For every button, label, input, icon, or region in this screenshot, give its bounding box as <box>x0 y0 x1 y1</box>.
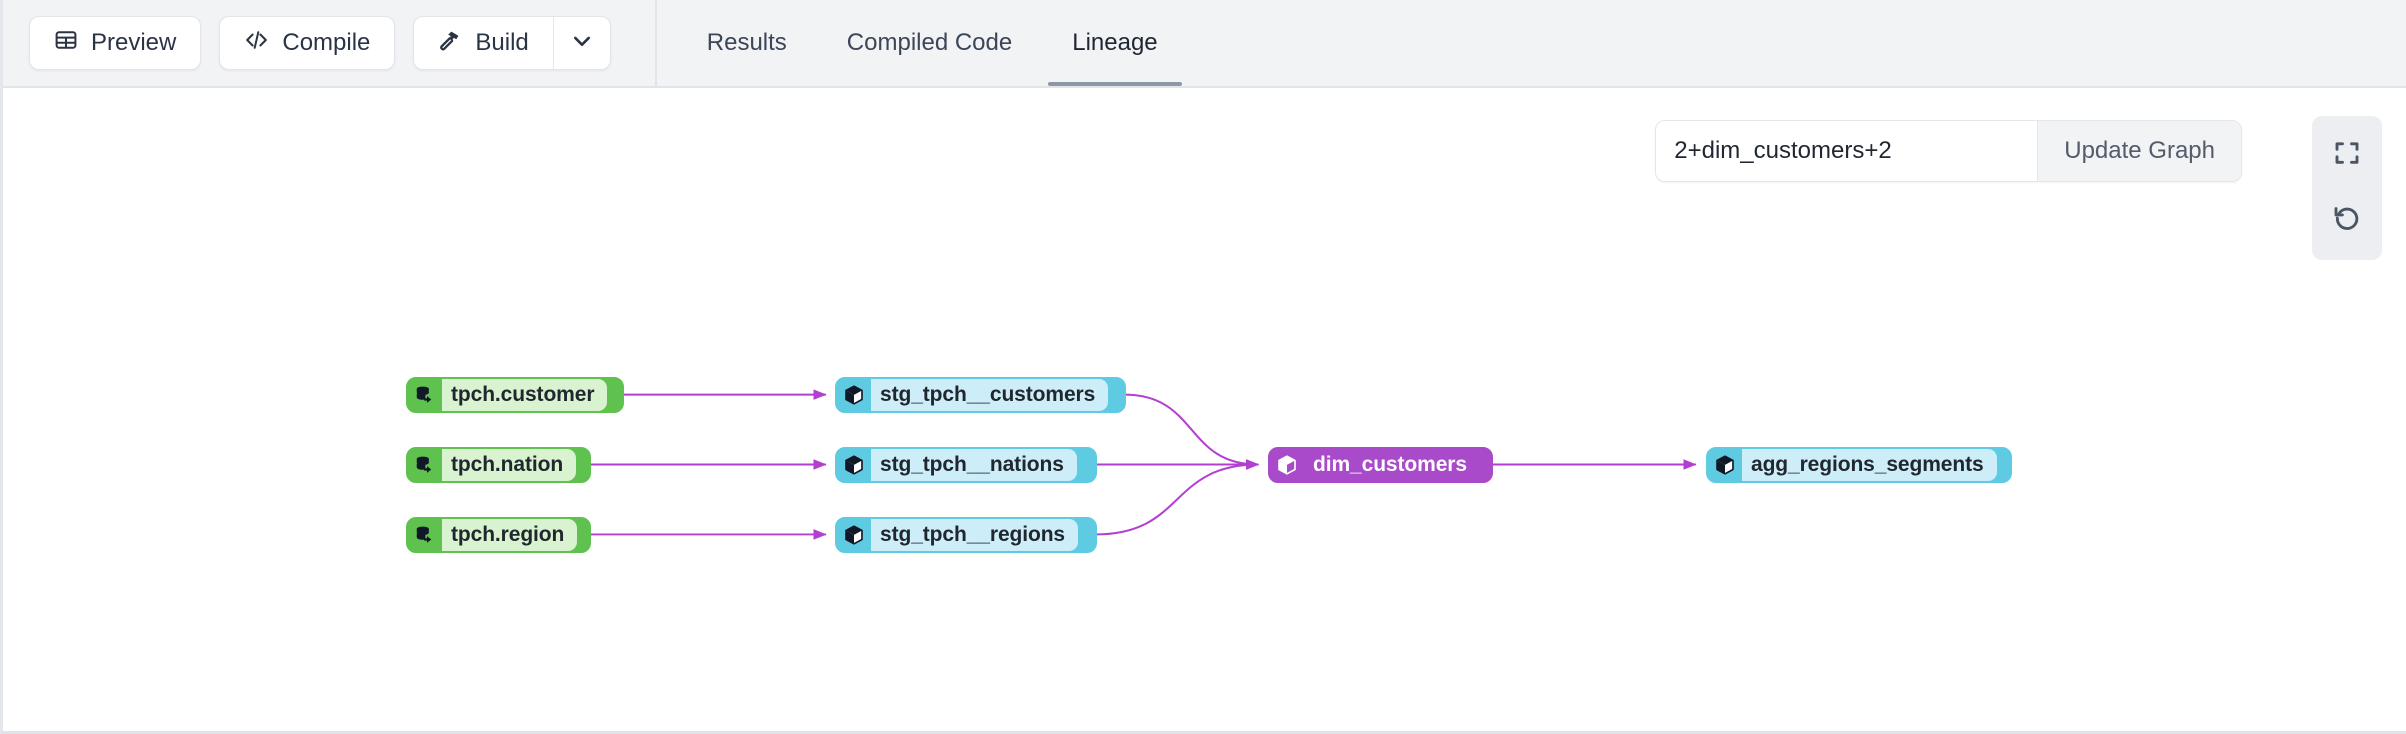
cube-icon <box>837 379 871 411</box>
lineage-node-stg_tpch_nations[interactable]: stg_tpch__nations <box>835 447 1097 483</box>
lineage-canvas[interactable]: Update Graph tp <box>3 88 2406 731</box>
preview-button-label: Preview <box>91 29 177 56</box>
toolbar-actions: Preview Compile <box>3 0 657 86</box>
lineage-node-label: tpch.region <box>442 519 578 551</box>
toolbar-divider <box>654 0 657 86</box>
hammer-icon <box>438 28 462 59</box>
reset-rotate-icon <box>2332 204 2362 239</box>
database-icon <box>408 379 442 411</box>
lineage-edge <box>1124 393 1260 470</box>
build-button-label: Build <box>475 29 529 56</box>
database-icon <box>408 449 442 481</box>
lineage-graph[interactable]: tpch.customer tpch.nation tpch.region stg_t… <box>3 88 2406 731</box>
build-button-group: Build <box>413 16 611 70</box>
editor-toolbar: Preview Compile <box>3 0 2406 88</box>
chevron-down-icon <box>569 28 595 59</box>
lineage-node-stg_tpch_customers[interactable]: stg_tpch__customers <box>835 377 1126 413</box>
lineage-node-label: stg_tpch__customers <box>871 379 1109 411</box>
update-graph-button[interactable]: Update Graph <box>2037 121 2241 181</box>
reset-graph-button[interactable] <box>2317 190 2377 252</box>
tab-results[interactable]: Results <box>677 0 817 86</box>
tab-compiled-code-label: Compiled Code <box>846 29 1013 56</box>
compile-button-label: Compile <box>282 29 371 56</box>
tab-compiled-code[interactable]: Compiled Code <box>817 0 1042 86</box>
cube-icon <box>1708 449 1742 481</box>
graph-selector-bar: Update Graph <box>1655 120 2242 182</box>
lineage-node-tpch_region[interactable]: tpch.region <box>406 517 591 553</box>
result-pane-tabs: Results Compiled Code Lineage <box>657 0 1188 86</box>
lineage-node-label: dim_customers <box>1304 449 1480 481</box>
lineage-edges <box>590 389 1697 540</box>
lineage-node-agg_regions_segments[interactable]: agg_regions_segments <box>1706 447 2012 483</box>
tab-lineage-label: Lineage <box>1072 29 1158 56</box>
lineage-node-tpch_nation[interactable]: tpch.nation <box>406 447 591 483</box>
fullscreen-button[interactable] <box>2317 124 2377 186</box>
cube-icon <box>837 449 871 481</box>
lineage-node-label: stg_tpch__regions <box>871 519 1079 551</box>
dbt-selector-input[interactable] <box>1656 121 2038 181</box>
lineage-node-tpch_customer[interactable]: tpch.customer <box>406 377 624 413</box>
lineage-edge <box>1095 459 1260 536</box>
lineage-node-label: agg_regions_segments <box>1742 449 1997 481</box>
cube-icon <box>837 519 871 551</box>
tab-results-label: Results <box>706 29 787 56</box>
compile-button[interactable]: Compile <box>219 16 396 70</box>
lineage-node-label: tpch.customer <box>442 379 608 411</box>
cube-icon <box>1270 449 1304 481</box>
lineage-node-stg_tpch_regions[interactable]: stg_tpch__regions <box>835 517 1097 553</box>
lineage-node-label: tpch.nation <box>442 449 577 481</box>
lineage-node-dim_customers[interactable]: dim_customers <box>1268 447 1493 483</box>
graph-view-controls <box>2312 116 2382 260</box>
preview-button[interactable]: Preview <box>29 16 202 70</box>
build-dropdown-toggle[interactable] <box>552 17 610 69</box>
build-button[interactable]: Build <box>414 17 553 69</box>
fullscreen-icon <box>2332 138 2362 173</box>
code-icon <box>244 28 269 59</box>
table-icon <box>54 28 78 59</box>
lineage-node-label: stg_tpch__nations <box>871 449 1077 481</box>
tab-lineage[interactable]: Lineage <box>1042 0 1187 86</box>
database-icon <box>408 519 442 551</box>
